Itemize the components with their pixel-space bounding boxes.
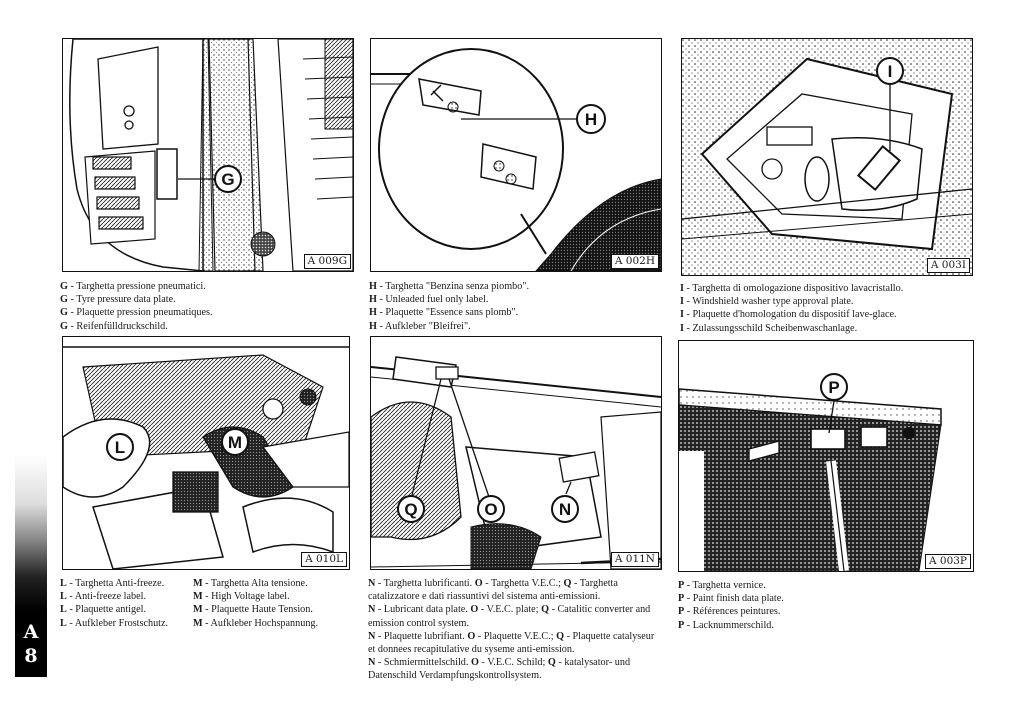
caption-line: G - Targhetta pressione pneumatici.: [60, 281, 206, 292]
callout-q: Q: [404, 500, 417, 519]
illustration-washer-bay: I: [682, 39, 972, 275]
caption-h: H - Targhetta "Benzina senza piombo". H …: [369, 280, 529, 333]
caption-para: N - Plaquette lubrifiant. O - Plaquette …: [368, 630, 655, 656]
figure-g-tyre-pressure: G A 009G: [62, 38, 354, 272]
callout-m: M: [228, 433, 242, 452]
illustration-engine-bay-left: L M: [63, 346, 349, 569]
illustration-bonnet-underside: P: [679, 373, 942, 571]
figure-p-paint: P A 003P: [678, 340, 974, 572]
figure-lm-engine: L M A 010L: [62, 336, 350, 570]
callout-i: I: [888, 62, 893, 81]
caption-line: H - Targhetta "Benzina senza piombo".: [369, 281, 530, 292]
caption-line: L - Anti-freeze label.M - High Voltage l…: [60, 591, 290, 603]
page-number-tab: A 8: [19, 620, 43, 668]
caption-line: P - Targhetta vernice.: [678, 580, 766, 591]
caption-line: I - Targhetta di omologazione dispositiv…: [680, 283, 904, 294]
caption-line: I - Plaquette d'homologation du disposit…: [680, 309, 897, 321]
caption-p: P - Targhetta vernice. P - Paint finish …: [678, 579, 784, 632]
page-number: 8: [24, 645, 38, 667]
caption-line: L - Aufkleber Frostschutz.M - Aufkleber …: [60, 617, 319, 629]
section-letter: A: [23, 621, 39, 643]
caption-line: L - Targhetta Anti-freeze.M - Targhetta …: [60, 578, 308, 589]
caption-line: H - Plaquette "Essence sans plomb".: [369, 307, 519, 319]
caption-para: N - Targhetta lubrificanti. O - Targhett…: [368, 578, 618, 603]
caption-line: G - Tyre pressure data plate.: [60, 294, 176, 306]
caption-para: N - Schmiermittelschild. O - V.E.C. Schi…: [368, 657, 631, 682]
caption-line: I - Zulassungsschild Scheibenwaschanlage…: [680, 322, 858, 334]
figure-noq-engine: Q O N A 011N: [370, 336, 662, 570]
illustration-engine-bay-right: Q O N: [371, 356, 661, 569]
callout-o: O: [484, 500, 497, 519]
figure-h-fuel-label: H A 002H: [370, 38, 662, 272]
callout-n: N: [559, 500, 571, 519]
caption-line: H - Unleaded fuel only label.: [369, 294, 489, 306]
caption-line: L - Plaquette antigel.M - Plaquette Haut…: [60, 604, 313, 616]
caption-g: G - Targhetta pressione pneumatici. G - …: [60, 280, 213, 333]
callout-l: L: [115, 438, 125, 457]
caption-lm: L - Targhetta Anti-freeze.M - Targhetta …: [60, 577, 318, 630]
caption-line: P - Lacknummerschild.: [678, 619, 774, 631]
caption-line: H - Aufkleber "Bleifrei".: [369, 320, 471, 332]
callout-g: G: [221, 170, 234, 189]
caption-line: G - Reifenfülldruckschild.: [60, 320, 168, 332]
caption-noq: N - Targhetta lubrificanti. O - Targhett…: [368, 577, 660, 683]
caption-line: I - Windshield washer type approval plat…: [680, 296, 854, 308]
figure-i-washer: I A 003I: [681, 38, 973, 276]
caption-line: P - Paint finish data plate.: [678, 593, 784, 605]
caption-line: P - Références peintures.: [678, 606, 781, 618]
page-edge-tab: [15, 455, 47, 677]
illustration-fuel-flap: H: [371, 48, 661, 271]
caption-i: I - Targhetta di omologazione dispositiv…: [680, 282, 903, 335]
callout-h: H: [585, 110, 597, 129]
illustration-door-jamb: G: [69, 39, 353, 271]
figure-code: A 010L: [301, 552, 347, 567]
figure-code: A 009G: [303, 254, 351, 269]
caption-line: G - Plaquette pression pneumatiques.: [60, 307, 213, 319]
figure-code: A 003I: [926, 258, 970, 273]
figure-code: A 003P: [924, 554, 971, 569]
callout-p: P: [828, 378, 839, 397]
caption-para: N - Lubricant data plate. O - V.E.C. pla…: [368, 604, 651, 629]
figure-code: A 002H: [610, 254, 659, 269]
figure-code: A 011N: [610, 552, 659, 567]
